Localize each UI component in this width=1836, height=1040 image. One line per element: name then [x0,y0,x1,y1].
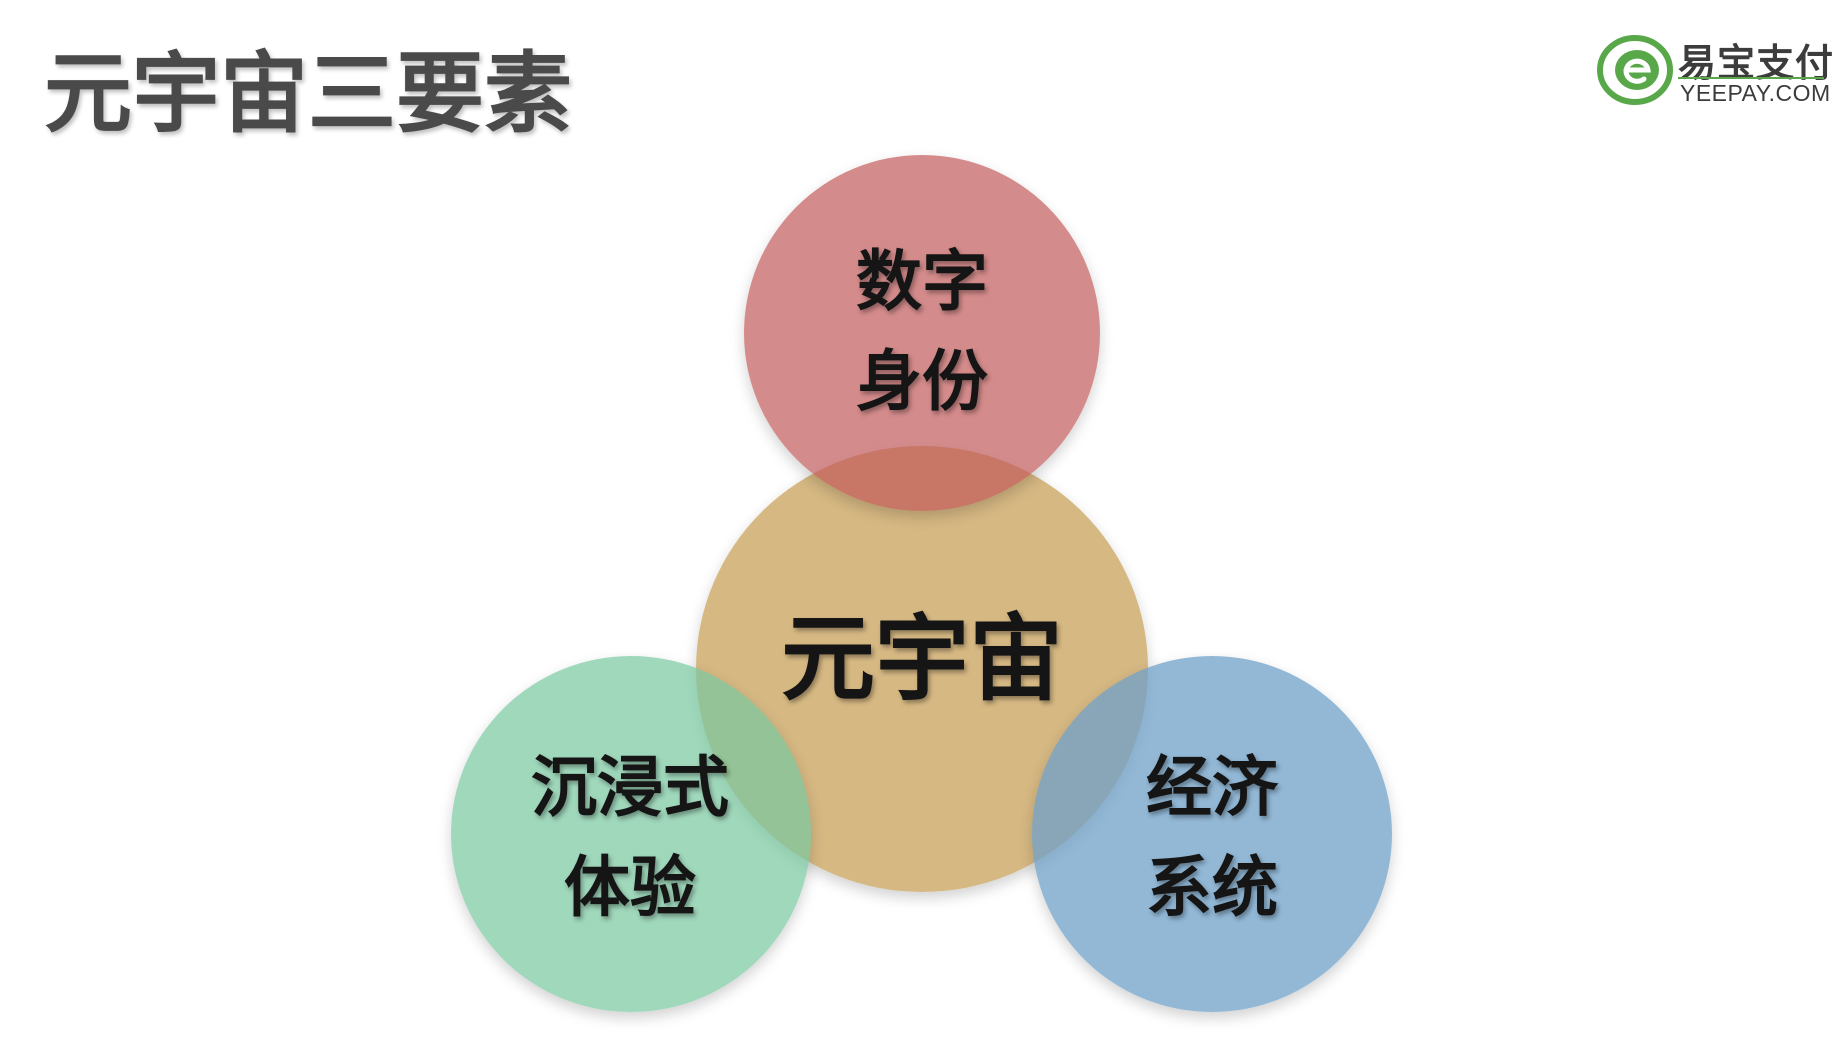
slide-title: 元宇宙三要素 [44,42,573,145]
top-label-line2: 身份 [856,343,988,421]
right-label: 经济 系统 [1062,738,1362,939]
left-label: 沉浸式 体验 [480,738,780,939]
left-label-line2: 体验 [564,849,696,927]
left-circle [451,656,811,1012]
center-label: 元宇宙 [780,605,1063,714]
logo-divider [1678,77,1824,79]
left-label-line1: 沉浸式 [531,749,729,826]
top-label: 数字 身份 [772,232,1072,433]
right-label-line2: 系统 [1146,849,1278,927]
yeepay-logo: 易宝支付 YEEPAY.COM [1596,30,1833,110]
yeepay-e-logo-icon [1597,35,1673,105]
right-label-line1: 经济 [1146,749,1278,826]
top-circle [744,155,1100,511]
right-circle [1032,656,1392,1012]
top-label-line1: 数字 [856,243,988,320]
logo-name-en: YEEPAY.COM [1680,80,1831,106]
